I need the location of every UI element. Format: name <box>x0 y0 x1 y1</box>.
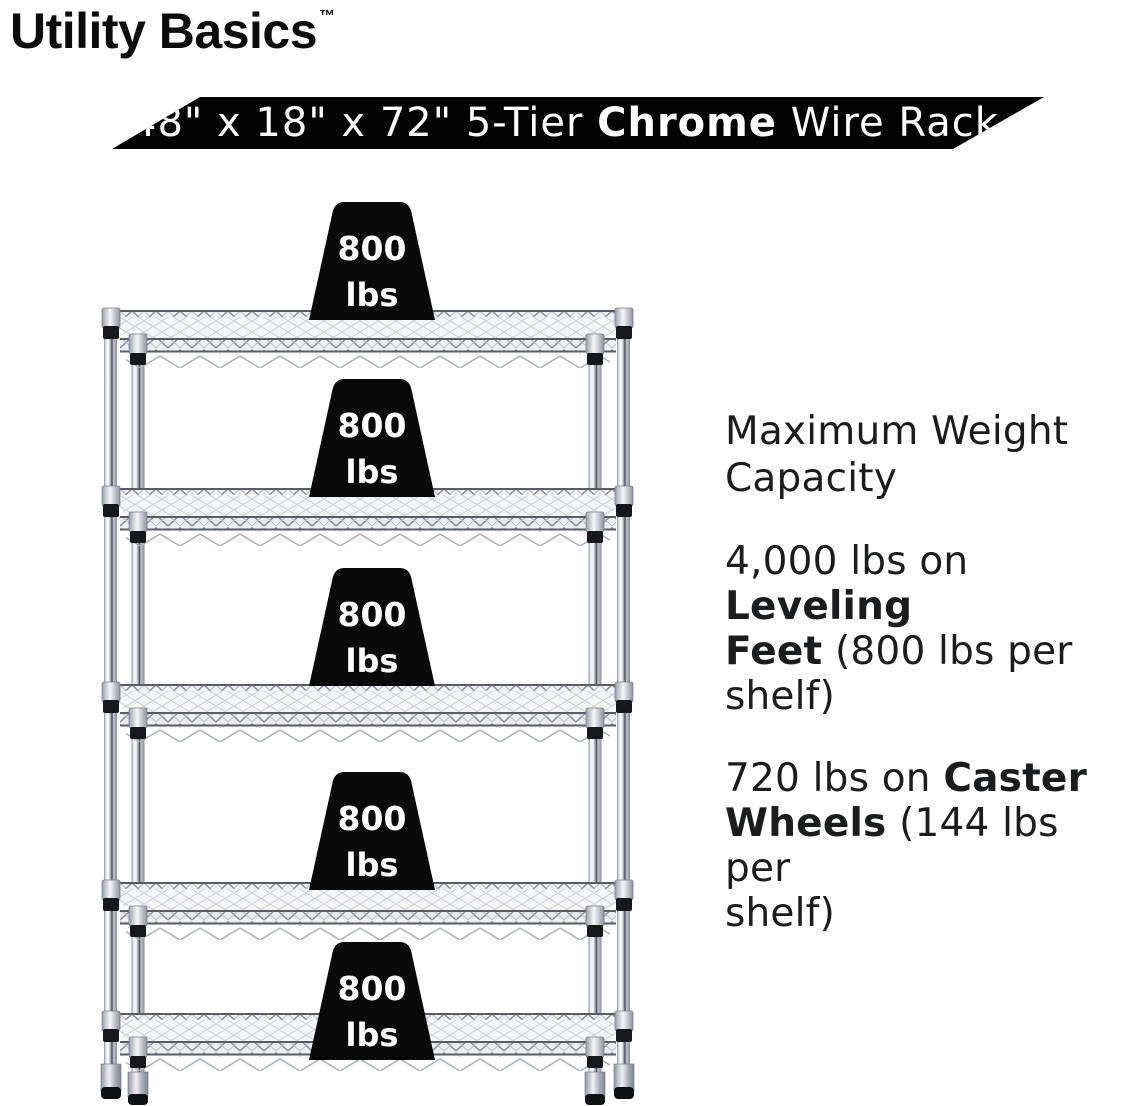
weight-unit: lbs <box>346 276 399 314</box>
weight-value: 800 <box>338 229 407 268</box>
weight-value: 800 <box>338 969 407 1008</box>
product-title: 48" x 18" x 72" 5-Tier Chrome Wire Rack <box>131 100 999 146</box>
weight-unit: lbs <box>346 1016 399 1054</box>
weight-800lbs-shelf-5: 800 lbs <box>309 942 435 1060</box>
weight-value: 800 <box>338 406 407 445</box>
leveling-line-2: Feet (800 lbs per <box>725 629 1126 674</box>
leveling-feet <box>100 1063 635 1105</box>
product-dimensions: 48" x 18" x 72" 5-Tier <box>131 100 598 146</box>
shelf-3 <box>101 681 634 743</box>
foot-front-left <box>127 1071 149 1105</box>
casters-bold-1: Caster <box>943 756 1088 801</box>
casters-line-2: Wheels (144 lbs per <box>725 801 1126 891</box>
weight-unit: lbs <box>346 453 399 491</box>
product-type: Wire Rack <box>776 100 999 146</box>
leveling-text-2: (800 lbs per <box>822 629 1073 674</box>
weight-unit: lbs <box>346 846 399 884</box>
foot-back-left <box>100 1063 122 1099</box>
weight-markers: 800 lbs 800 lbs 800 lbs 800 lbs 800 <box>309 202 435 1060</box>
foot-back-right <box>613 1063 635 1099</box>
leveling-text-1: 4,000 lbs on <box>725 539 969 584</box>
product-title-banner: 48" x 18" x 72" 5-Tier Chrome Wire Rack <box>112 97 1044 149</box>
brand-name: Utility Basics <box>10 3 318 59</box>
leveling-line-1: 4,000 lbs on Leveling <box>725 539 1126 629</box>
foot-front-right <box>584 1071 606 1105</box>
caster-wheels-paragraph: 720 lbs on Caster Wheels (144 lbs per sh… <box>725 756 1126 936</box>
weight-value: 800 <box>338 595 407 634</box>
leveling-feet-paragraph: 4,000 lbs on Leveling Feet (800 lbs per … <box>725 539 1126 719</box>
leveling-text-3: shelf) <box>725 674 836 719</box>
weight-800lbs-shelf-3: 800 lbs <box>309 568 435 686</box>
leveling-bold-2: Feet <box>725 629 823 674</box>
casters-text-2: (144 lbs per <box>725 801 1059 891</box>
leveling-line-3: shelf) <box>725 674 1126 719</box>
weight-unit: lbs <box>346 642 399 680</box>
casters-line-1: 720 lbs on Caster <box>725 756 1126 801</box>
weight-800lbs-shelf-4: 800 lbs <box>309 772 435 890</box>
weight-800lbs-shelf-1: 800 lbs <box>309 202 435 320</box>
product-finish: Chrome <box>597 100 777 146</box>
leveling-bold-1: Leveling <box>725 584 913 629</box>
max-weight-heading: Maximum Weight Capacity <box>725 409 1069 501</box>
trademark-symbol: ™ <box>319 8 336 25</box>
casters-line-3: shelf) <box>725 891 1126 936</box>
casters-text-3: shelf) <box>725 891 836 936</box>
weight-800lbs-shelf-2: 800 lbs <box>309 379 435 497</box>
casters-bold-2: Wheels <box>725 801 887 846</box>
casters-text-1: 720 lbs on <box>725 756 944 801</box>
capacity-info: Maximum Weight Capacity 4,000 lbs on Lev… <box>725 408 1126 936</box>
weight-value: 800 <box>338 799 407 838</box>
